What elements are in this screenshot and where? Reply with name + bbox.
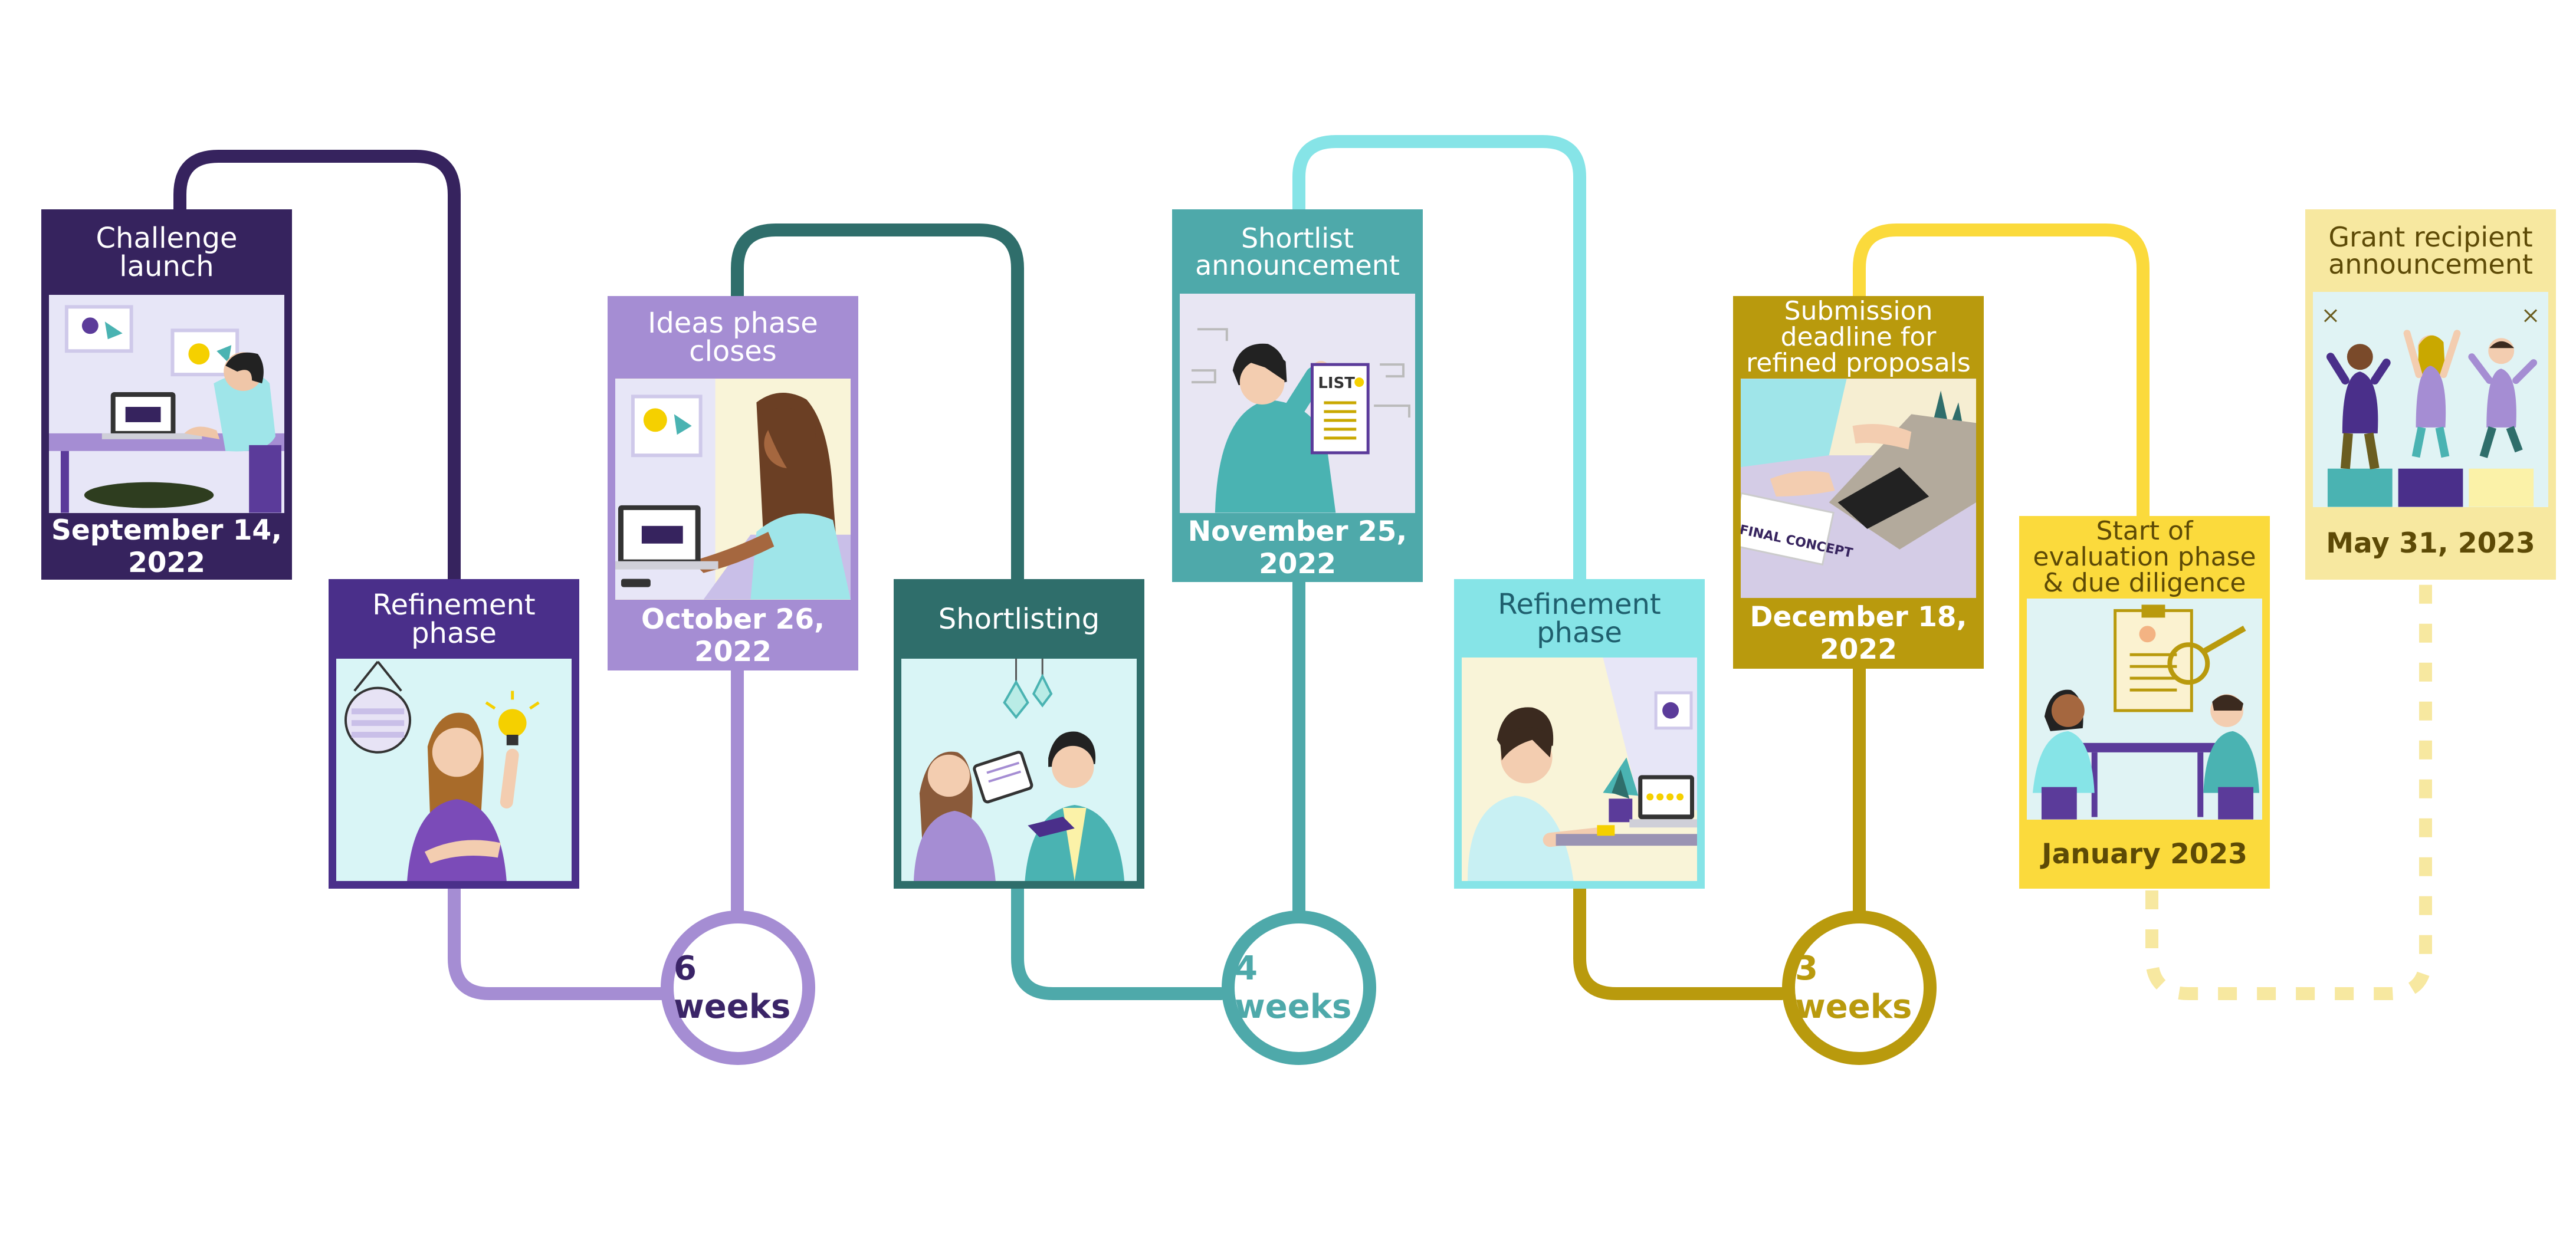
duration-label: 6 weeks bbox=[674, 949, 791, 1026]
connector-refinement-to-6weeks bbox=[448, 878, 670, 1000]
card-title: Grant recipient announcement bbox=[2328, 221, 2533, 280]
illustration-person-at-laptop bbox=[49, 295, 284, 513]
connector-ideas-to-shortlisting bbox=[731, 223, 1024, 587]
card-title: Challenge launch bbox=[96, 221, 238, 283]
card-ideas-phase-closes: Ideas phase closes October 26, 2022 bbox=[608, 296, 858, 670]
card-date: December 18, 2022 bbox=[1750, 601, 1967, 666]
duration-circle-6-weeks: 6 weeks bbox=[661, 910, 815, 1065]
illustration-woman-at-laptop bbox=[615, 379, 851, 600]
illustration-man-posting-list: LIST bbox=[1180, 294, 1415, 513]
card-date: January 2023 bbox=[2042, 838, 2247, 870]
card-evaluation-phase: Start of evaluation phase & due diligenc… bbox=[2019, 516, 2270, 889]
illustration-celebrating-winners bbox=[2313, 292, 2548, 507]
card-shortlist-announcement: Shortlist announcement LIST bbox=[1172, 209, 1423, 582]
duration-circle-3-weeks: 3 weeks bbox=[1782, 910, 1937, 1065]
card-date: September 14, 2022 bbox=[51, 514, 282, 579]
card-date: May 31, 2023 bbox=[2326, 527, 2535, 560]
connector-announcement-to-refinement bbox=[1292, 135, 1586, 587]
card-title: Refinement phase bbox=[372, 588, 536, 650]
duration-label: 4 weeks bbox=[1235, 949, 1352, 1026]
card-title: Shortlisting bbox=[938, 602, 1100, 636]
card-title: Ideas phase closes bbox=[648, 307, 818, 368]
card-title: Refinement phase bbox=[1498, 587, 1661, 649]
connector-evaluation-to-grant-dashed bbox=[2145, 584, 2432, 1000]
illustration-two-people-reviewing bbox=[901, 659, 1137, 881]
list-poster-text: LIST bbox=[1318, 374, 1355, 392]
duration-circle-4-weeks: 4 weeks bbox=[1222, 910, 1376, 1065]
card-date: October 26, 2022 bbox=[641, 603, 825, 668]
duration-label: 3 weeks bbox=[1795, 949, 1912, 1026]
card-title: Start of evaluation phase & due diligenc… bbox=[2033, 516, 2256, 598]
card-refinement-phase-2: Refinement phase bbox=[1454, 579, 1705, 889]
illustration-woman-idea bbox=[336, 659, 572, 881]
card-shortlisting: Shortlisting bbox=[894, 579, 1144, 889]
connector-submission-to-evaluation bbox=[1853, 223, 2150, 522]
card-grant-recipient-announcement: Grant recipient announcement bbox=[2305, 209, 2556, 580]
illustration-typing-final-concept: FINAL CONCEPT bbox=[1741, 379, 1976, 598]
card-refinement-phase-1: Refinement phase bbox=[329, 579, 579, 889]
card-title: Submission deadline for refined proposal… bbox=[1746, 296, 1971, 378]
card-submission-deadline: Submission deadline for refined proposal… bbox=[1733, 296, 1984, 669]
illustration-evaluation-meeting bbox=[2027, 599, 2262, 820]
card-title: Shortlist announcement bbox=[1195, 222, 1400, 281]
connector-shortlisting-to-4weeks bbox=[1011, 878, 1228, 1000]
illustration-man-at-desk bbox=[1462, 658, 1697, 881]
connector-launch-to-refinement bbox=[173, 150, 461, 587]
card-challenge-launch: Challenge launch bbox=[41, 209, 292, 580]
card-date: November 25, 2022 bbox=[1187, 515, 1407, 580]
connector-refinement-to-3weeks bbox=[1573, 878, 1788, 1000]
